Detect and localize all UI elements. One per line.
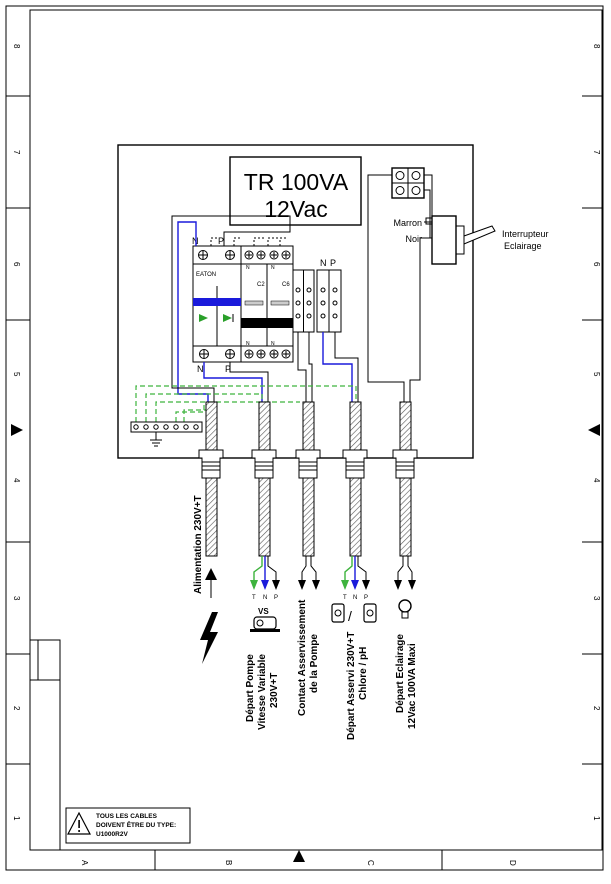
warning-line3: U1000R2V: [96, 831, 128, 838]
output-symbols: VS /: [200, 599, 412, 664]
breaker-small-n3: N: [246, 341, 250, 347]
cable-outside-1: [205, 477, 218, 557]
cable-inside-5: [399, 401, 412, 451]
row-label-right-7: 7: [592, 150, 601, 155]
cable-outside-5: [399, 477, 412, 557]
earth-terminal-strip: [130, 421, 203, 447]
eclairage-label-line2: 12Vac 100VA Maxi: [407, 643, 418, 729]
cable-outside-4: [349, 477, 362, 557]
row-label-left-8: 8: [12, 44, 21, 49]
col-label-d: D: [508, 860, 517, 866]
asservi-label-line1: Départ Asservi 230V+T: [346, 632, 357, 740]
breaker-top-n: N: [192, 236, 199, 246]
row-label-left-2: 2: [12, 706, 21, 711]
row-label-right-2: 2: [592, 706, 601, 711]
row-label-left-5: 5: [12, 372, 21, 377]
switch-label-line2: Eclairage: [504, 241, 542, 251]
breaker-brand: EATON: [196, 272, 216, 278]
alimentation-label: Alimentation 230V+T: [193, 495, 204, 594]
asservi-term-p: P: [364, 595, 368, 601]
pump-term-p: P: [274, 595, 278, 601]
row-label-right-3: 3: [592, 596, 601, 601]
breaker-bot-n: N: [197, 364, 204, 374]
pompe-label-line3: 230V+T: [269, 673, 280, 708]
lighting-wires: [367, 174, 433, 402]
pompe-label-line1: Départ Pompe: [245, 654, 256, 722]
row-label-left-1: 1: [12, 816, 21, 821]
terminal-rails: N P: [292, 258, 342, 333]
terminal-block-12v: [391, 167, 425, 199]
transformer-line1: TR 100VA: [244, 169, 349, 195]
rail-p-label: P: [330, 258, 336, 268]
pump-term-t: T: [252, 595, 256, 601]
cable-inside-4: [349, 401, 362, 451]
row-label-right-1: 1: [592, 816, 601, 821]
pump-vs-label: VS: [258, 607, 269, 616]
internal-wiring: [135, 215, 359, 422]
breaker-small-n4: N: [271, 341, 275, 347]
breaker-bot-p: P: [225, 364, 231, 374]
gland-3: [295, 449, 321, 479]
breaker-top-p: P: [218, 236, 224, 246]
cable-inside-3: [302, 401, 315, 451]
row-label-left-6: 6: [12, 262, 21, 267]
switch-label-line1: Interrupteur: [502, 229, 549, 239]
row-labels: 8 7 6 5 4 3 2 1 8 7 6 5 4 3 2 1: [12, 44, 601, 821]
switch-wire2-label: Noir: [405, 234, 422, 244]
col-label-a: A: [80, 860, 89, 866]
ph-doser-icon: [363, 603, 377, 623]
chlorine-doser-icon: [331, 603, 345, 623]
warning-triangle-icon: [67, 811, 91, 835]
asservi-term-t: T: [343, 595, 347, 601]
col-label-b: B: [224, 860, 233, 865]
row-label-right-5: 5: [592, 372, 601, 377]
warning-box: TOUS LES CABLES DOIVENT ÊTRE DU TYPE: U1…: [65, 807, 191, 844]
row-label-left-3: 3: [12, 596, 21, 601]
lightning-icon: [200, 612, 218, 664]
pump-term-n: N: [263, 595, 267, 601]
cables: [198, 401, 418, 557]
output-labels: Alimentation 230V+T Départ Pompe Vitesse…: [193, 495, 418, 740]
rail-n-label: N: [320, 258, 327, 268]
cable-inside-2: [258, 401, 271, 451]
warning-line2: DOIVENT ÊTRE DU TYPE:: [96, 820, 176, 829]
breaker-c2: C2: [257, 282, 265, 288]
breaker-small-n1: N: [246, 265, 250, 271]
asservi-label-line2: Chlore / pH: [358, 647, 369, 700]
gland-1: [198, 449, 224, 479]
breaker-assembly: EATON N P N N C2 C6 N N N P: [192, 236, 294, 374]
transformer-line2: 12Vac: [264, 196, 328, 222]
contact-label-line2: de la Pompe: [309, 634, 320, 693]
switch-wire1-label: Marron: [393, 218, 422, 228]
output-conductors: [205, 556, 416, 598]
cable-inside-1: [205, 401, 218, 451]
drawing-frame: [5, 5, 604, 871]
row-label-right-4: 4: [592, 478, 601, 483]
gland-4: [342, 449, 368, 479]
row-label-right-6: 6: [592, 262, 601, 267]
row-label-left-4: 4: [12, 478, 21, 483]
pump-motor-icon: [250, 616, 280, 632]
row-label-left-7: 7: [12, 150, 21, 155]
cable-outside-2: [258, 477, 271, 557]
warning-line1: TOUS LES CABLES: [96, 813, 158, 820]
row-label-right-8: 8: [592, 44, 601, 49]
contact-label-line1: Contact Asservissement: [297, 599, 308, 716]
transformer: TR 100VA 12Vac: [229, 156, 362, 226]
breaker-small-n2: N: [271, 265, 275, 271]
asservi-term-n: N: [353, 595, 357, 601]
gland-5: [392, 449, 418, 479]
col-label-c: C: [366, 860, 375, 866]
gland-2: [251, 449, 277, 479]
breaker-c6: C6: [282, 282, 290, 288]
lighting-switch: Marron Noir Interrupteur Eclairage: [393, 215, 549, 265]
light-bulb-icon: [398, 599, 412, 619]
chlore-ph-separator: /: [348, 608, 352, 624]
terminal-letters: T N P T N P: [252, 595, 368, 601]
eclairage-label-line1: Départ Eclairage: [395, 634, 406, 713]
col-labels: A B C D: [80, 860, 517, 866]
cable-outside-3: [302, 477, 315, 557]
pompe-label-line2: Vitesse Variable: [257, 654, 268, 730]
